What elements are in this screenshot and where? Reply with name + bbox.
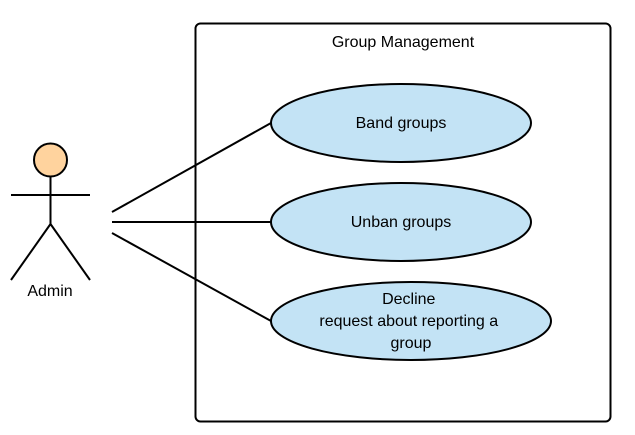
use-case-decline-report: Decline request about reporting a group: [270, 281, 552, 361]
associations: [111, 122, 272, 322]
actor-admin: Admin: [10, 142, 91, 300]
use-case-unban-groups-shape: [270, 182, 532, 262]
use-case-band-groups-shape: [270, 83, 532, 163]
actor-left-leg: [10, 223, 52, 281]
association-band-groups: [111, 122, 272, 213]
use-case-band-groups: Band groups: [270, 83, 532, 163]
actor-head: [33, 142, 68, 178]
use-case-band-groups-label: Band groups: [356, 115, 447, 132]
use-case-decline-report-line-2: request about reporting a: [319, 313, 498, 330]
actor-right-leg: [49, 223, 91, 281]
actor-label: Admin: [27, 283, 72, 300]
use-case-decline-report-line-3: group: [391, 335, 432, 352]
use-case-unban-groups: Unban groups: [270, 182, 532, 262]
association-decline-report: [111, 232, 272, 322]
use-case-decline-report-line-1: Decline: [382, 291, 435, 308]
use-case-decline-report-shape: [270, 281, 552, 361]
use-case-unban-groups-label: Unban groups: [351, 214, 452, 231]
use-case-decline-report-label: Decline request about reporting a group: [319, 291, 502, 352]
system-title: Group Management: [332, 34, 475, 51]
